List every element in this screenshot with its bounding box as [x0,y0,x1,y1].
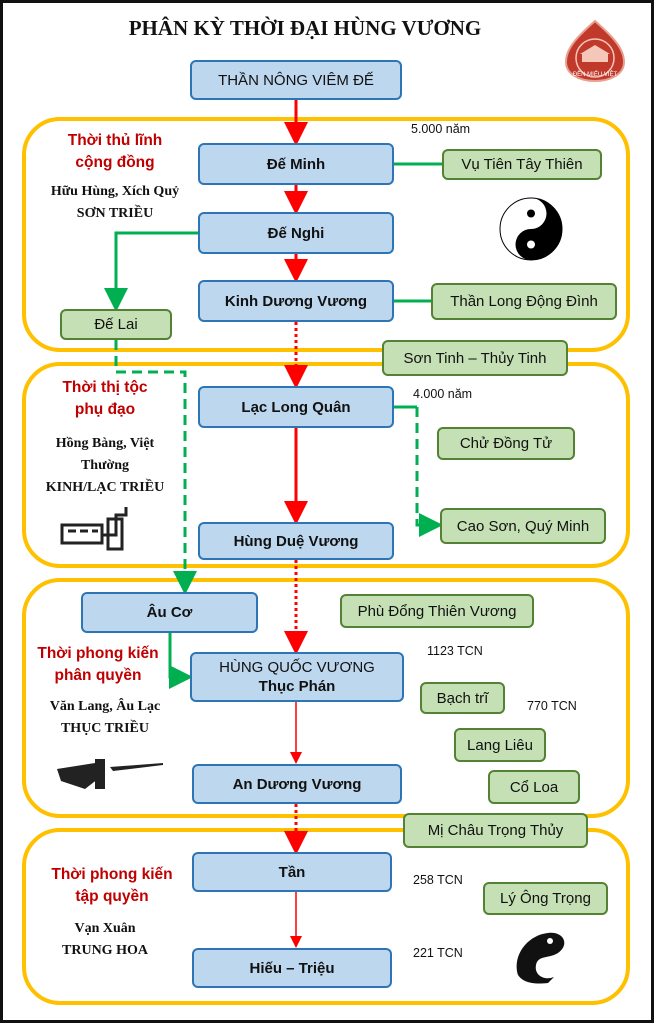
era-label-line: Thời thủ lĩnh [67,132,163,149]
year-note: 4.000 năm [413,387,473,401]
link-arrow [168,633,193,689]
section-centralized-feudal [22,828,630,1005]
desc-line: TRUNG HOA [62,943,148,958]
king-name: Thục Phán [258,678,336,695]
desc-line: KINH/LẠC TRIỀU [45,480,165,495]
desc-line: Văn Lang, Âu Lạc [49,699,161,714]
branch-mi-chau[interactable]: Mị Châu Trọng Thủy [403,813,588,848]
desc-line: SƠN TRIỀU [76,206,154,221]
desc-line: THỤC TRIỀU [60,721,150,736]
link-dashed-arrow [114,340,197,595]
branch-vu-tien[interactable]: Vụ Tiên Tây Thiên [442,149,602,180]
bird-motif-icon [57,759,163,789]
year-note: 221 TCN [413,946,463,960]
branch-bach-tri[interactable]: Bạch trĩ [420,682,505,714]
page-title: PHÂN KỲ THỜI ĐẠI HÙNG VƯƠNG [128,16,482,40]
era-label-line: phụ đạo [74,401,136,418]
svg-text:ĐỀN MIẾU VIỆT: ĐỀN MIẾU VIỆT [573,70,618,78]
branch-phu-dong[interactable]: Phù Đổng Thiên Vương [340,594,534,628]
desc-line: Hữu Hùng, Xích Quỷ [50,184,180,199]
king-lac-long-quan[interactable]: Lạc Long Quân [198,386,394,428]
branch-de-lai[interactable]: Đế Lai [60,309,172,340]
era-label: Thời thủ lĩnh cộng đồng [40,130,190,174]
era-label-line: Thời phong kiến [37,645,159,662]
link-dashed-arrow [415,407,443,537]
king-hung-due-vuong[interactable]: Hùng Duệ Vương [198,522,394,560]
king-tan[interactable]: Tần [192,852,392,892]
king-than-nong[interactable]: THẦN NÔNG VIÊM ĐẾ [190,60,402,100]
era-label-line: cộng đồng [75,154,155,171]
branch-lang-lieu[interactable]: Lang Liêu [454,728,546,762]
king-an-duong-vuong[interactable]: An Dương Vương [192,764,402,804]
year-note: 5.000 năm [411,122,471,136]
branch-son-tinh[interactable]: Sơn Tinh – Thủy Tinh [382,340,568,376]
link-arrow [104,231,198,312]
era-label-line: tập quyền [75,888,149,905]
den-mieu-viet-logo: ĐỀN MIẾU VIỆT [564,19,626,83]
year-note: 770 TCN [527,699,577,713]
king-au-co[interactable]: Âu Cơ [81,592,258,633]
king-title: HÙNG QUỐC VƯƠNG [219,659,375,676]
king-de-nghi[interactable]: Đế Nghi [198,212,394,254]
yin-yang-icon [499,197,563,261]
year-note: 1123 TCN [427,644,483,658]
branch-cao-son[interactable]: Cao Sơn, Quý Minh [440,508,606,544]
king-kinh-duong-vuong[interactable]: Kinh Dương Vương [198,280,394,322]
branch-ly-ong-trong[interactable]: Lý Ông Trọng [483,882,608,915]
king-hieu-trieu[interactable]: Hiếu – Triệu [192,948,392,988]
era-label-line: Thời thị tộc [62,379,148,396]
desc-line: Hồng Bàng, Việt [55,436,155,451]
desc-line: Vạn Xuân [74,921,136,936]
branch-co-loa[interactable]: Cổ Loa [488,770,580,804]
year-note: 258 TCN [413,873,463,887]
section-clan-era [22,362,630,568]
desc-line: Thường [80,458,130,473]
king-de-minh[interactable]: Đế Minh [198,143,394,185]
king-hung-quoc-vuong[interactable]: HÙNG QUỐC VƯƠNG Thục Phán [190,652,404,702]
era-label: Thời phong kiến phân quyền [28,643,168,687]
era-label: Thời phong kiến tập quyền [42,864,182,908]
dragon-motif-icon [516,932,565,984]
era-label-line: phân quyền [54,667,142,684]
era-label-line: Thời phong kiến [51,866,173,883]
section-decentralized-feudal [22,578,630,818]
branch-chu-dong-tu[interactable]: Chử Đồng Tử [437,427,575,460]
section-community-chiefs [22,117,630,352]
era-label: Thời thị tộc phụ đạo [35,377,175,421]
bronze-motif-icon [60,507,128,551]
branch-than-long[interactable]: Thần Long Động Đình [431,283,617,320]
